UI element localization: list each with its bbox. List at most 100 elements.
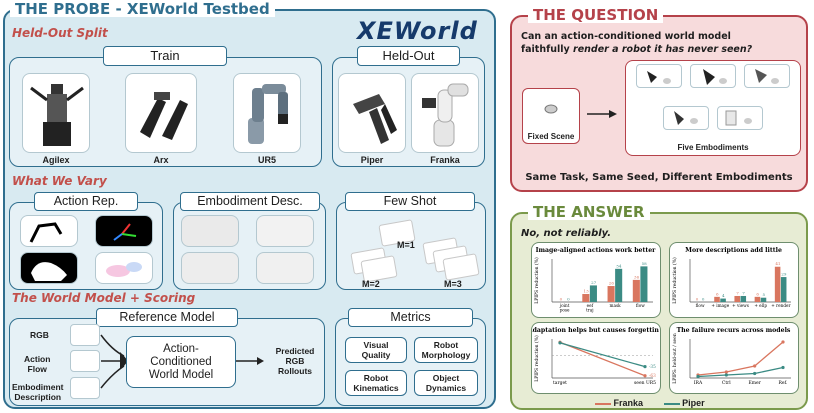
chart-point xyxy=(753,364,757,368)
chart-point xyxy=(781,340,785,344)
chart-data-label: 7 xyxy=(736,290,739,295)
metric-robot-morphology: Robot Morphology xyxy=(414,337,478,363)
chart-tick-label: flow xyxy=(696,303,705,308)
question-text-line1: Can an action-conditioned world model xyxy=(521,31,731,42)
answer-legend: Franka Piper xyxy=(595,398,705,408)
chart-title: Image-aligned actions work better xyxy=(536,247,657,254)
chart-tick-label: Ref. xyxy=(779,380,789,386)
embodiment-desc-ellp-thumb xyxy=(181,252,239,284)
robot-thumb-arx xyxy=(125,73,197,153)
metrics-label: Metrics xyxy=(348,308,473,327)
chart-data-label: 58 xyxy=(642,261,648,266)
legend-label-franka: Franka xyxy=(613,398,644,408)
five-embodiments-label: Five Embodiments xyxy=(677,143,749,152)
action-rep-mask-thumb xyxy=(20,252,78,284)
question-arrow xyxy=(587,110,617,118)
chart-point xyxy=(724,370,728,374)
embodiment-thumb xyxy=(717,106,763,130)
embodiment-thumb xyxy=(690,64,736,88)
input-rgb-label: RGB xyxy=(30,330,49,340)
chart-data-label: 36 xyxy=(634,274,640,279)
chart-ylabel: LPIPS reduction (%) xyxy=(671,257,678,304)
chart-data-label: 0 xyxy=(567,297,570,302)
question-title: THE QUESTION xyxy=(528,7,664,23)
chart-bar xyxy=(720,298,726,302)
legend-label-piper: Piper xyxy=(682,398,705,408)
xeworld-logo: XEWorld xyxy=(357,17,478,45)
robot-thumb-agilex xyxy=(22,73,90,153)
answer-subtitle: No, not reliably. xyxy=(521,228,612,239)
chart-data-label: 5 xyxy=(762,292,765,297)
chart-data-label: 7 xyxy=(742,290,745,295)
question-text-line2-b: render a robot it has never seen? xyxy=(573,44,753,55)
chart-point xyxy=(753,371,757,376)
action-rep-flow-thumb xyxy=(95,252,153,284)
chart-point xyxy=(781,365,785,370)
chart-bar xyxy=(632,279,640,302)
chart-tick-label: target xyxy=(553,380,567,386)
robot-thumb-franka xyxy=(411,73,479,153)
robot-thumb-ur5 xyxy=(233,73,301,153)
chart-bar xyxy=(607,286,615,302)
action-rep-traj-thumb xyxy=(95,215,153,247)
chart-tick-label: traj xyxy=(586,308,593,313)
robot-label-ur5: UR5 xyxy=(257,155,276,165)
chart-bar xyxy=(740,295,747,302)
input-rgb-thumb xyxy=(70,324,100,346)
chart-ylabel: LPIPS reduction (%) xyxy=(533,335,540,382)
chart-ylabel: LPIPS: held-out / seen xyxy=(672,333,678,384)
chart-bar xyxy=(760,297,767,302)
heldout-label: Held-Out xyxy=(357,46,460,66)
few-shot-m2: M=2 xyxy=(362,279,380,289)
chart-bar xyxy=(615,268,623,302)
chart-series-line xyxy=(697,366,784,378)
legend-swatch-franka xyxy=(595,402,611,405)
chart-data-label: -63 xyxy=(649,373,656,378)
chart-point xyxy=(558,341,562,345)
answer-title: THE ANSWER xyxy=(528,204,650,220)
chart-bar xyxy=(774,266,781,302)
train-label: Train xyxy=(103,46,227,66)
chart-title: More descriptions add little xyxy=(685,247,782,254)
chart-point xyxy=(696,374,700,379)
action-rep-pose-thumb xyxy=(20,215,78,247)
chart-data-label: 54 xyxy=(616,263,622,268)
held-out-split-heading: Held-Out Split xyxy=(12,26,108,40)
chart-tick-label: + render xyxy=(771,303,790,308)
input-flow-label: Action Flow xyxy=(24,354,51,374)
chart-tick-label: seen UR5 xyxy=(634,380,656,386)
chart-tick-label: pose xyxy=(560,308,570,313)
robot-label-agilex: Agilex xyxy=(42,155,70,165)
chart-bar xyxy=(582,294,590,302)
few-shot-m1: M=1 xyxy=(397,240,415,250)
embodiment-thumb xyxy=(636,64,682,88)
chart-data-label: 6 xyxy=(756,291,759,296)
question-text-line2-a: faithfully xyxy=(521,44,574,55)
chart-point xyxy=(724,373,728,377)
embodiment-desc-views-thumb xyxy=(256,215,314,247)
chart-point xyxy=(643,365,647,369)
metric-visual-quality: Visual Quality xyxy=(345,337,407,363)
metric-object-dynamics: Object Dynamics xyxy=(414,370,478,396)
chart-series-line xyxy=(697,341,784,376)
question-text-line2: faithfully render a robot it has never s… xyxy=(521,44,752,55)
few-shot-label: Few Shot xyxy=(345,192,475,211)
chart-bar xyxy=(780,277,787,302)
output-rollouts-label: Predicted RGB Rollouts xyxy=(275,346,315,376)
chart-bar xyxy=(754,296,761,302)
embodiment-thumb xyxy=(744,64,790,88)
chart-data-label: -35 xyxy=(649,364,656,369)
chart-tick-label: flow xyxy=(636,303,645,308)
chart-point xyxy=(643,374,647,378)
world-model-box: Action- Conditioned World Model xyxy=(126,336,236,388)
question-footer: Same Task, Same Seed, Different Embodime… xyxy=(525,172,793,183)
chart-title: Adaptation helps but causes forgetting xyxy=(532,327,659,334)
embodiment-desc-image-thumb xyxy=(181,215,239,247)
chart-series-line xyxy=(559,341,646,377)
robot-label-piper: Piper xyxy=(360,155,384,165)
chart-tick-label: joint xyxy=(559,303,570,308)
